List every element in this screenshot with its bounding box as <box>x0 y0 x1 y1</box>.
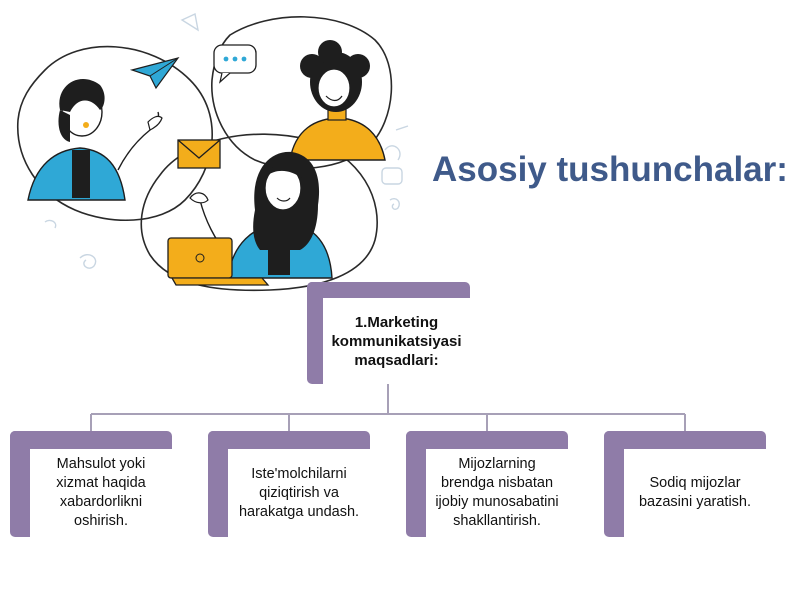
node-tab <box>208 431 370 449</box>
paper-plane-icon <box>129 56 180 90</box>
child-node-3: Mijozlarning brendga nisbatan ijobiy mun… <box>406 431 568 537</box>
laptop-icon <box>167 237 270 286</box>
node-tab <box>10 431 172 449</box>
node-tab <box>307 282 470 298</box>
child-node-4: Sodiq mijozlar bazasini yaratish. <box>604 431 766 537</box>
envelope-icon <box>177 139 221 169</box>
node-accent <box>406 431 426 537</box>
root-node-text: 1.Marketing kommunikatsiyasi maqsadlari: <box>323 298 470 384</box>
bubble-left <box>17 45 213 222</box>
child-node-2: Iste'molchilarni qiziqtirish va harakatg… <box>208 431 370 537</box>
person-bottom <box>189 151 333 279</box>
node-tab <box>406 431 568 449</box>
child-node-text: Mijozlarning brendga nisbatan ijobiy mun… <box>426 449 568 537</box>
person-left <box>27 79 163 201</box>
chat-bubble-icon <box>213 44 257 84</box>
child-node-1: Mahsulot yoki xizmat haqida xabardorlikn… <box>10 431 172 537</box>
node-tab <box>604 431 766 449</box>
node-accent <box>604 431 624 537</box>
bubble-bottom <box>140 133 378 292</box>
communication-illustration <box>17 12 409 292</box>
child-node-text: Iste'molchilarni qiziqtirish va harakatg… <box>228 449 370 537</box>
node-accent <box>208 431 228 537</box>
decorative-swirl-icon <box>44 12 409 269</box>
node-accent <box>307 282 323 384</box>
root-node: 1.Marketing kommunikatsiyasi maqsadlari: <box>307 282 470 384</box>
person-top <box>289 40 386 161</box>
slide-title: Asosiy tushunchalar: <box>432 150 788 189</box>
child-node-text: Sodiq mijozlar bazasini yaratish. <box>624 449 766 537</box>
node-accent <box>10 431 30 537</box>
child-node-text: Mahsulot yoki xizmat haqida xabardorlikn… <box>30 449 172 537</box>
